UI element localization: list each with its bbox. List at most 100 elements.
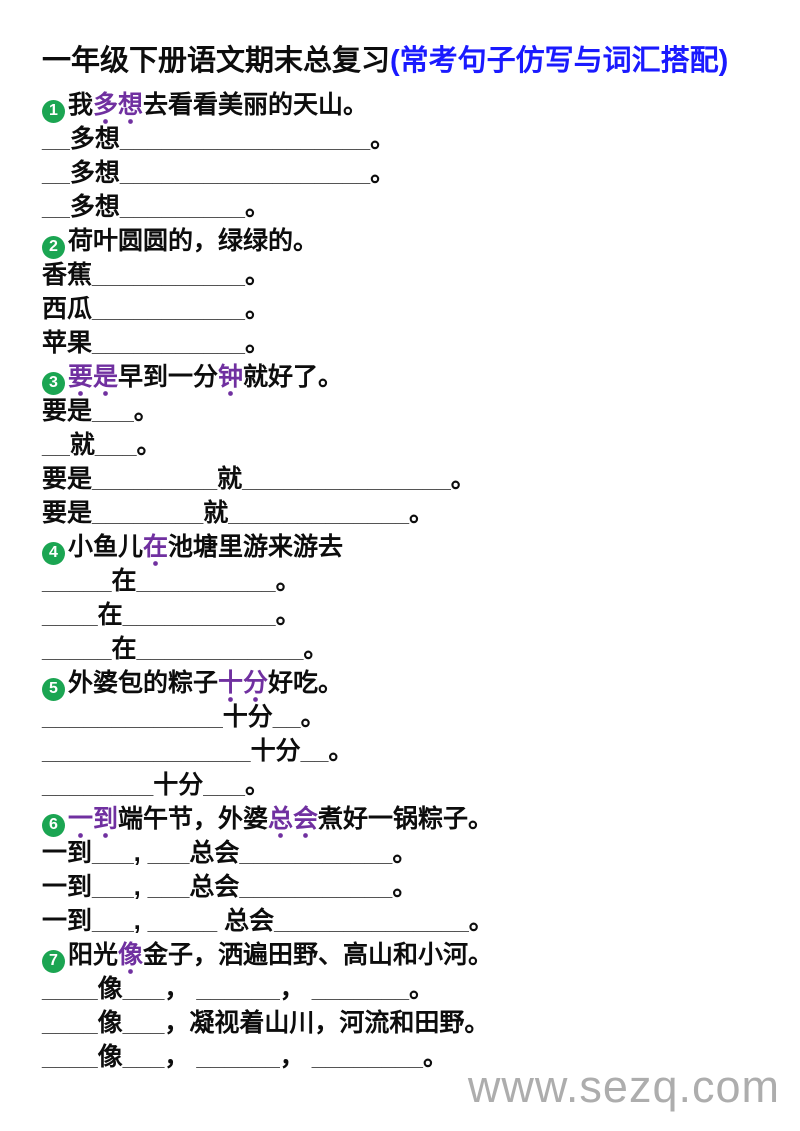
section-number-badge: 1 [42,99,65,123]
blank-underline: __ [42,431,70,459]
line-text: 。 [244,329,270,357]
header-text: 池塘里游来游去 [168,533,344,561]
blank-underline: ___ [92,839,134,867]
line-text: , [133,907,148,935]
line-text: ， [164,1043,197,1071]
line-text: 十分 [222,703,273,731]
blank-underline: ___________ [239,839,393,867]
header-text: 阳光 [68,941,119,969]
fill-in-line: 要是_________就_______________。 [42,462,764,496]
header-text: 好吃。 [268,669,344,697]
line-text: 。 [450,465,476,493]
line-text: 总会 [217,907,275,935]
line-text: 像 [97,1043,123,1071]
line-text: 就 [69,431,95,459]
header-text: 就好了。 [243,363,344,391]
line-text: 。 [275,601,301,629]
blank-underline: _____________ [228,499,410,527]
blank-underline: ___________ [92,295,245,323]
line-text: , [133,839,148,867]
blank-underline: _______________ [42,737,251,765]
line-text: 总会 [189,873,240,901]
section-number-badge: 2 [42,235,65,259]
line-text: 在 [111,567,137,595]
line-text: 。 [244,771,270,799]
blank-underline: _________ [92,465,218,493]
header-text: 小鱼儿 [68,533,144,561]
blank-underline: ___________ [92,261,245,289]
line-text: 。 [300,703,326,731]
line-text: 。 [422,1043,448,1071]
fill-in-line: _____________十分__。 [42,700,764,734]
fill-in-line: __就___。 [42,428,764,462]
blank-underline: ___ [122,975,165,1003]
header-text: 煮好一锅粽子。 [318,805,494,833]
emphasized-word: 在 [143,533,169,566]
blank-underline: ______ [196,975,280,1003]
section-number-badge: 5 [42,677,65,701]
fill-in-line: 香蕉___________。 [42,258,764,292]
line-text: 香蕉 [42,261,93,289]
fill-in-line: __多想__________________。 [42,122,764,156]
blank-underline: _______ [311,975,410,1003]
blank-underline: _____ [42,567,112,595]
section-number-badge: 7 [42,949,65,973]
blank-underline: ___ [122,1043,165,1071]
fill-in-line: 西瓜___________。 [42,292,764,326]
blank-underline: ____ [42,1043,98,1071]
fill-in-line: _______________十分__。 [42,734,764,768]
blank-underline: ___ [92,397,134,425]
line-text: 。 [133,397,159,425]
line-text: ， [279,1043,312,1071]
header-text: 我 [68,91,94,119]
blank-underline: _________ [119,193,245,221]
fill-in-line: ________十分___。 [42,768,764,802]
blank-underline: __ [272,703,301,731]
blank-underline: ____ [42,601,98,629]
line-text: ， [279,975,312,1003]
line-text: 多想 [69,159,120,187]
line-text: 像 [97,975,123,1003]
emphasized-word: 像 [118,941,144,974]
line-text: 苹果 [42,329,93,357]
line-text: 就 [203,499,229,527]
blank-underline: ___ [203,771,245,799]
blank-underline: ______ [196,1043,280,1071]
header-text: 荷叶圆圆的，绿绿的。 [68,227,319,255]
watermark: www.sezq.com [467,1061,780,1112]
section-number-badge: 6 [42,813,65,837]
blank-underline: _____ [147,907,218,935]
blank-underline: _____ [42,635,112,663]
header-text: 端午节，外婆 [118,805,269,833]
fill-in-line: 一到___, ___总会___________。 [42,870,764,904]
line-text: 。 [136,431,162,459]
line-text: 一到 [42,873,93,901]
line-text: 。 [468,907,494,935]
blank-underline: ____ [42,1009,98,1037]
blank-underline: ___ [147,873,190,901]
blank-underline: ________ [42,771,154,799]
line-text: 。 [328,737,354,765]
line-text: 要是 [42,465,93,493]
page-title: 一年级下册语文期末总复习(常考句子仿写与词汇搭配) [42,42,764,80]
line-text: 。 [244,193,270,221]
line-text: 。 [409,975,435,1003]
blank-underline: __________________ [119,159,371,187]
line-text: 。 [303,635,329,663]
blank-underline: _____________ [42,703,223,731]
line-text: 要是 [42,499,93,527]
line-text: 。 [392,873,418,901]
blank-underline: ______________ [274,907,469,935]
line-text: 。 [244,295,270,323]
line-text: ，凝视着山川，河流和田野。 [164,1009,490,1037]
line-text: 十分 [153,771,204,799]
blank-underline: ________ [92,499,204,527]
line-text: 要是 [42,397,93,425]
blank-underline: ___________ [92,329,245,357]
line-text: 。 [275,567,301,595]
